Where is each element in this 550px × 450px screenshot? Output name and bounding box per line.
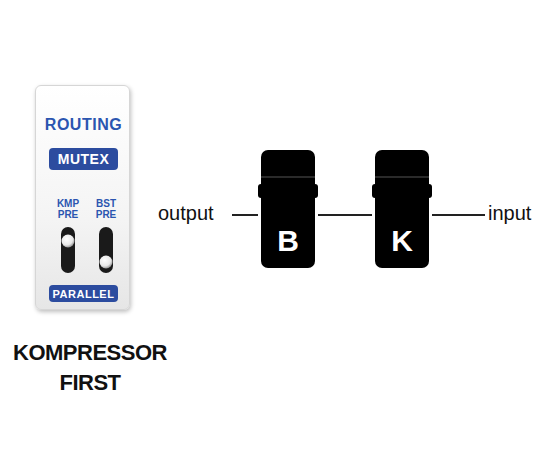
cable-line [318,214,372,216]
switch-label: BST PRE [90,198,122,220]
pedal-letter: B [258,224,318,258]
mode-badge: MUTEX [49,148,118,170]
badge-text: PARALLEL [53,288,115,300]
pedal-jacks [258,184,318,198]
mode-badge: PARALLEL [49,285,118,302]
routing-panel: ROUTING KMP PRE BST PRE MUTEX PARALLEL [35,85,130,310]
panel-title: ROUTING [36,116,131,134]
cable-connector [318,215,372,216]
badge-text: MUTEX [58,151,110,167]
mode-caption: KOMPRESSOR FIRST [8,338,172,398]
signal-label: input [488,202,531,225]
cable-line [232,214,258,216]
pedal-seam [261,176,315,178]
pedal-seam [375,176,429,178]
pedal-jacks [372,184,432,198]
cable-line [432,214,485,216]
pedal-box: K [372,150,432,268]
signal-label: output [158,202,214,225]
pedal-box: B [258,150,318,268]
pedal-letter: K [372,224,432,258]
switch-label: KMP PRE [52,198,84,220]
